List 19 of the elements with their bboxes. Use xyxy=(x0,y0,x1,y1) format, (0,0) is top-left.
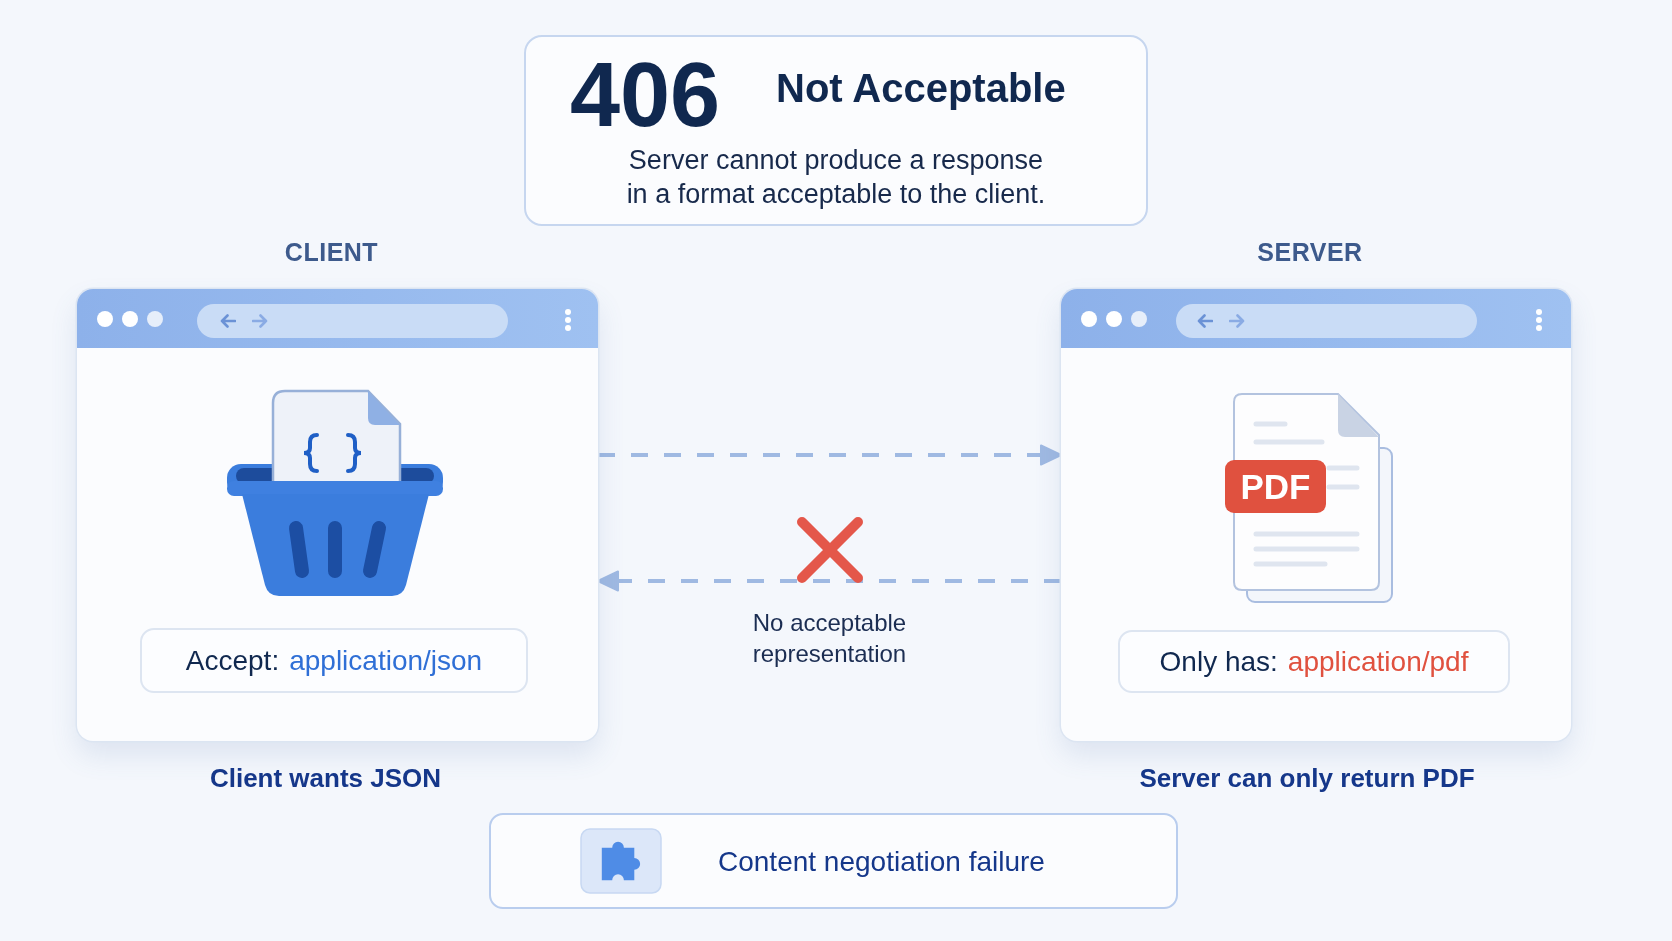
header-name: Accept: xyxy=(185,644,280,677)
section-heading: CLIENT xyxy=(284,237,379,267)
status-title: Not Acceptable xyxy=(776,68,1066,108)
header-chip xyxy=(1118,630,1510,693)
status-code: 406 xyxy=(570,50,721,140)
file-type-badge: PDF xyxy=(1225,460,1326,513)
header-name: Only has: xyxy=(1159,645,1278,678)
caption-text: Client wants JSON xyxy=(209,763,442,793)
header-chip xyxy=(140,628,528,693)
header-value: application/pdf xyxy=(1287,645,1469,678)
section-heading: SERVER xyxy=(1257,237,1363,267)
caption-text: Server can only return PDF xyxy=(1139,763,1475,793)
status-card xyxy=(524,35,1148,226)
info-banner xyxy=(489,813,1178,909)
description-text: Server cannot produce a response in a format acceptable to the client. xyxy=(625,144,1047,211)
header-value: application/json xyxy=(289,644,483,677)
banner-text: Content negotiation failure xyxy=(718,845,1045,879)
arrow xyxy=(598,444,1062,466)
arrow xyxy=(597,570,1061,592)
